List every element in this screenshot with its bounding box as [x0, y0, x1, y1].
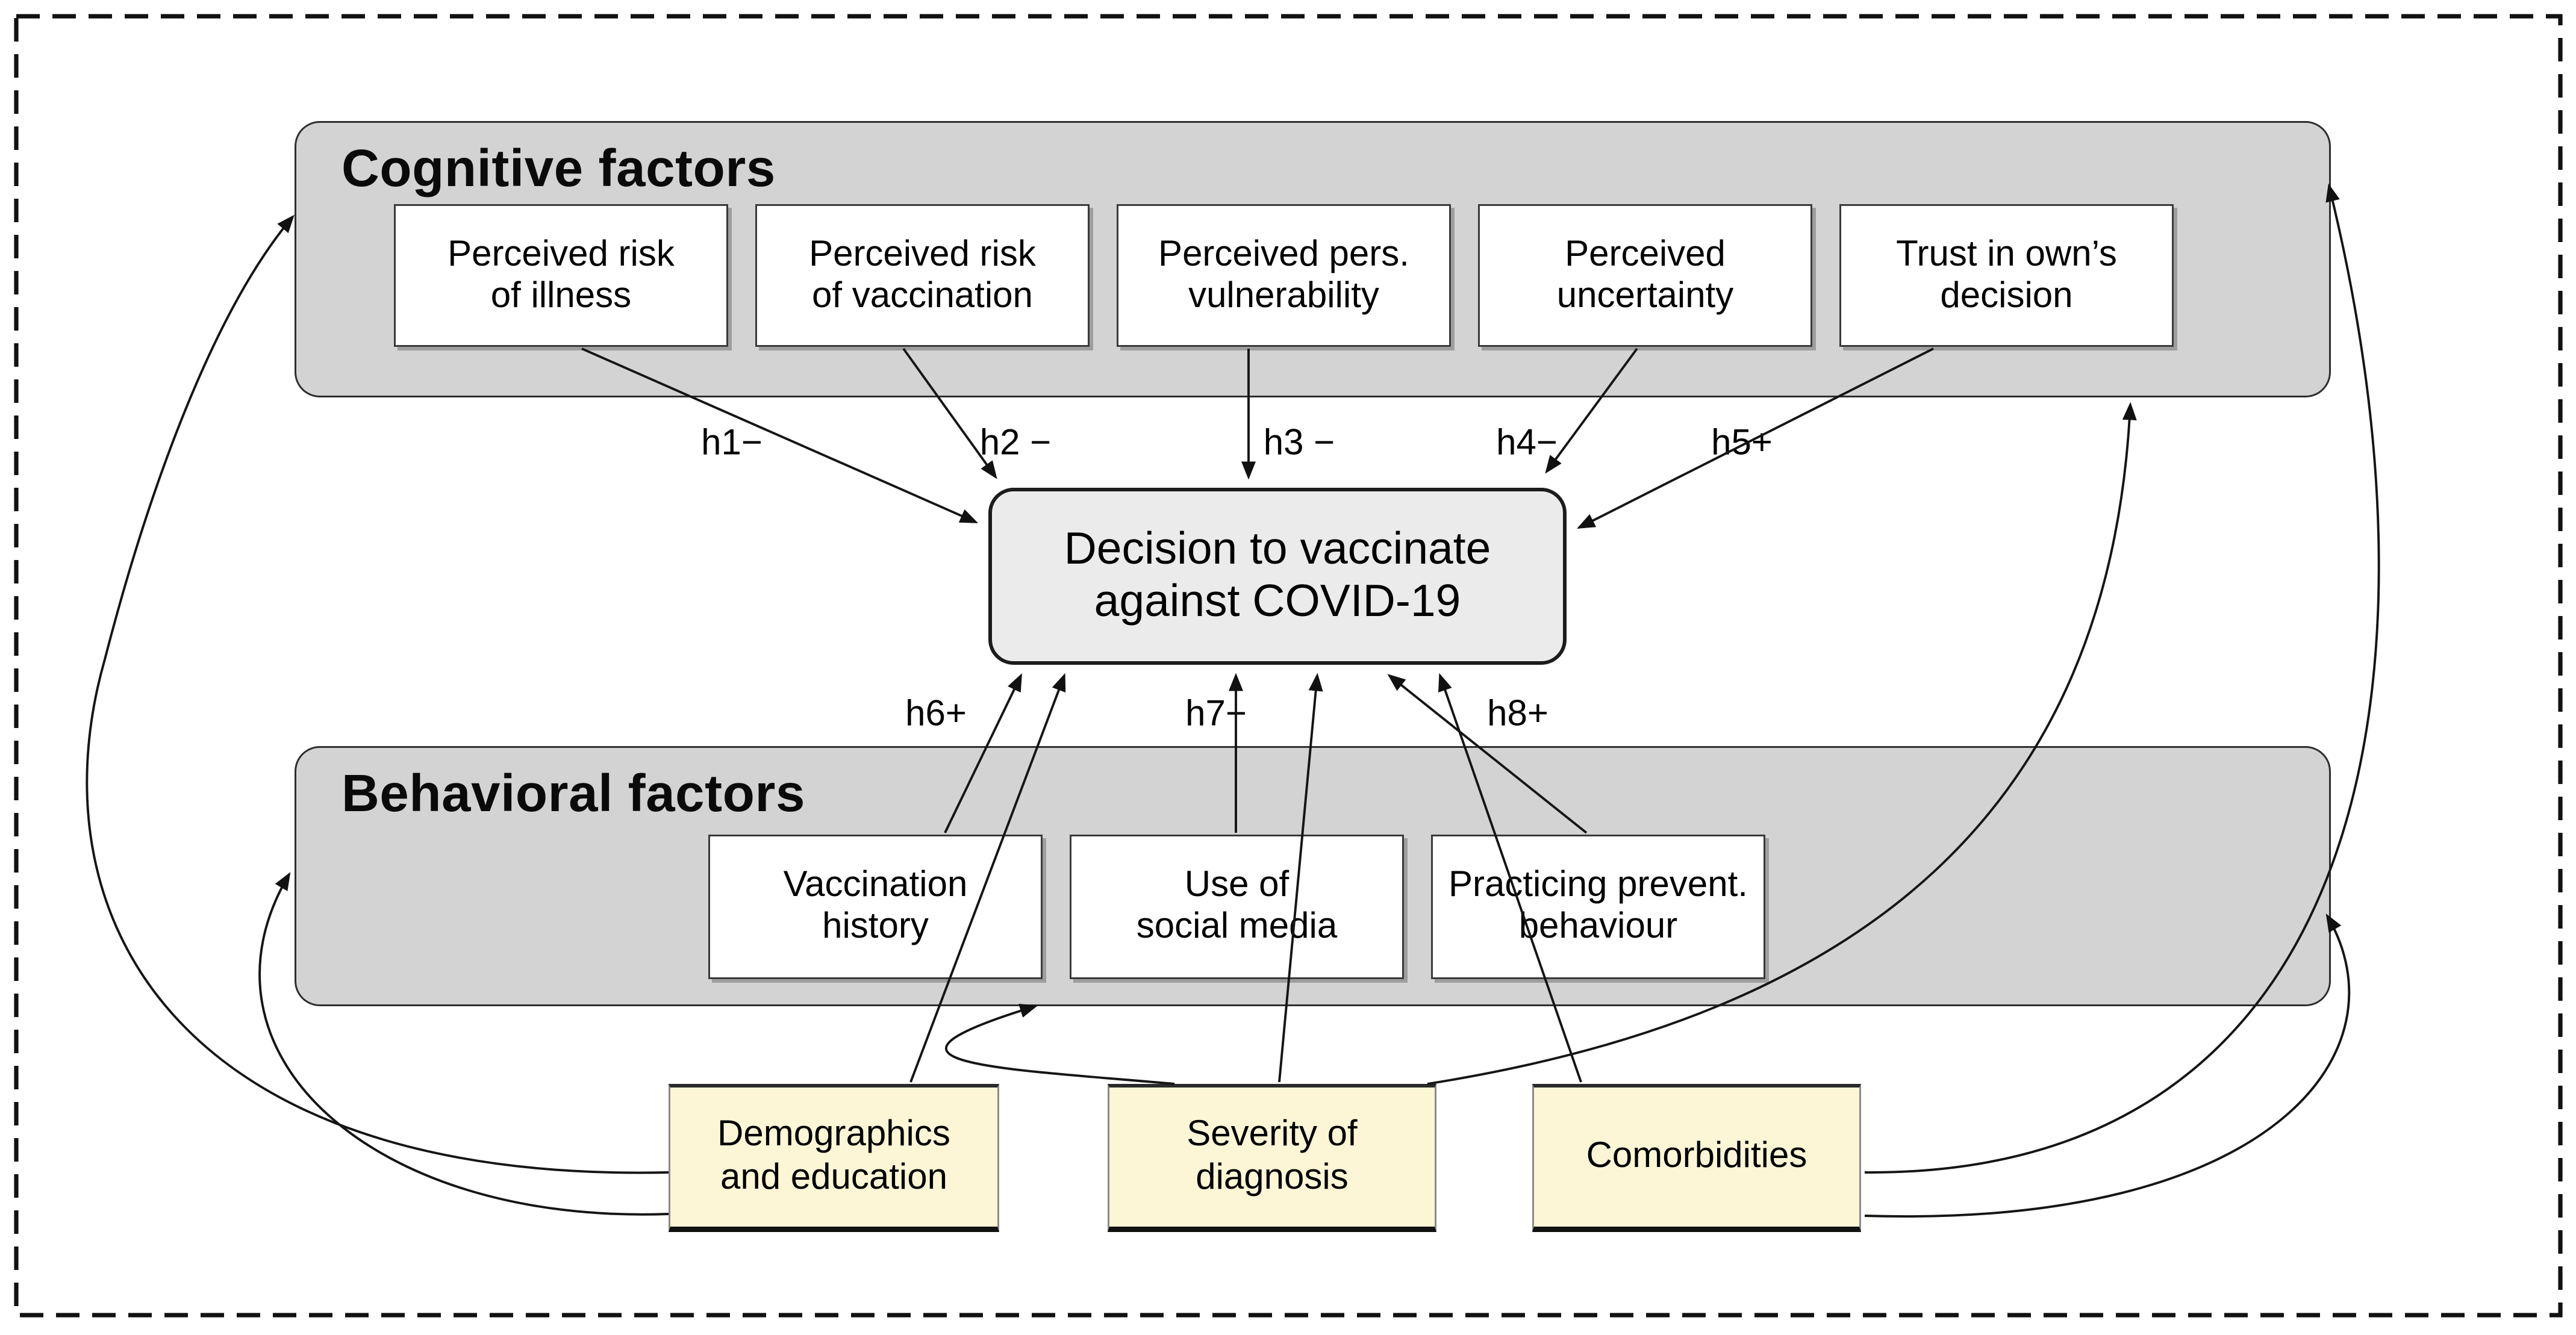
cognitive-factors-title: Cognitive factors	[341, 141, 776, 199]
hypothesis-label-h1: h1−	[701, 423, 763, 464]
hypothesis-label-h8: h8+	[1487, 694, 1548, 735]
box-perceived-uncertainty: Perceived uncertainty	[1478, 204, 1812, 347]
arrow-severity-to-behavioral	[944, 1003, 1175, 1085]
decision-box: Decision to vaccinate against COVID-19	[988, 488, 1567, 665]
box-vaccination-history: Vaccination history	[708, 835, 1043, 979]
box-trust-in-owns-decision: Trust in own’s decision	[1839, 204, 2174, 347]
box-use-of-social-media: Use of social media	[1070, 835, 1404, 979]
box-practicing-prevent-behaviour: Practicing prevent. behaviour	[1431, 835, 1765, 979]
hypothesis-label-h2: h2 −	[979, 423, 1052, 464]
box-demographics-and-education: Demographics and education	[669, 1084, 999, 1232]
hypothesis-label-h3: h3 −	[1263, 423, 1335, 464]
box-perceived-pers-vulnerability: Perceived pers. vulnerability	[1117, 204, 1451, 347]
hypothesis-label-h4: h4−	[1496, 423, 1558, 464]
box-comorbidities: Comorbidities	[1532, 1084, 1861, 1232]
hypothesis-label-h7: h7−	[1185, 694, 1247, 735]
behavioral-factors-title: Behavioral factors	[341, 766, 805, 824]
box-perceived-risk-of-vaccination: Perceived risk of vaccination	[755, 204, 1090, 347]
box-perceived-risk-of-illness: Perceived risk of illness	[394, 204, 728, 347]
hypothesis-label-h5: h5+	[1711, 423, 1773, 464]
box-severity-of-diagnosis: Severity of diagnosis	[1108, 1084, 1436, 1232]
hypothesis-label-h6: h6+	[905, 694, 967, 735]
